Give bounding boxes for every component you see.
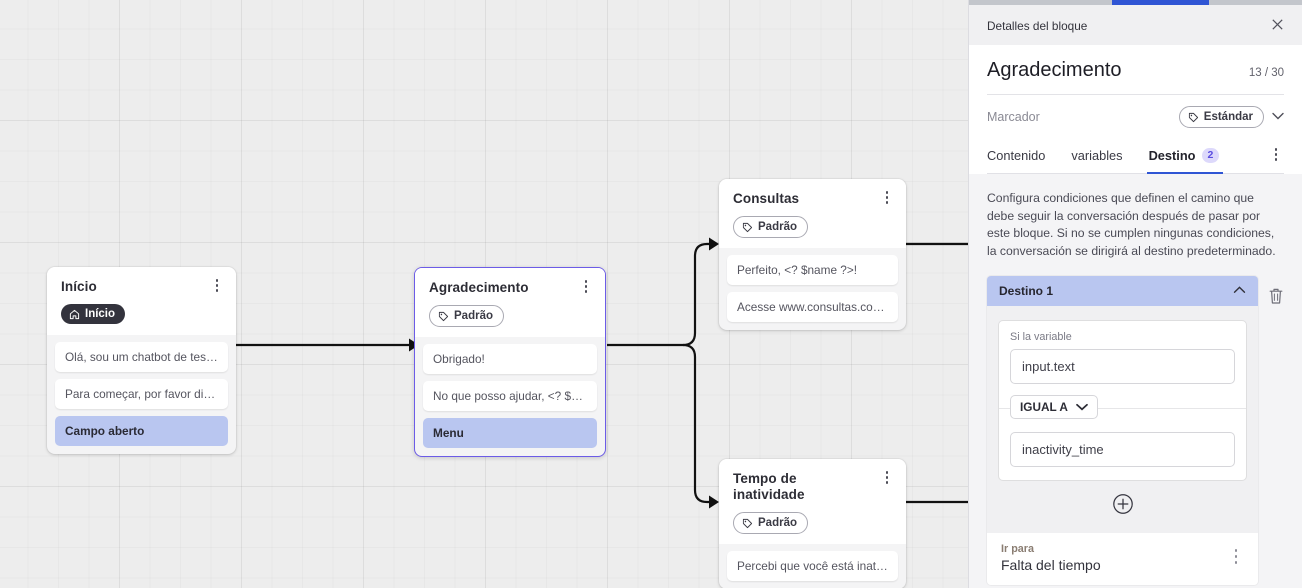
destination-card-header[interactable]: Destino 1 <box>987 276 1258 306</box>
compare-value-input[interactable]: inactivity_time <box>1010 432 1235 467</box>
goto-texts: Ir para Falta del tiempo <box>1001 543 1101 573</box>
trash-glyph <box>1269 288 1283 304</box>
node-message[interactable]: Perfeito, <? $name ?>! <box>727 255 898 285</box>
tab-contenido[interactable]: Contenido <box>987 139 1045 173</box>
panel-scrollbar-thumb[interactable] <box>1112 0 1209 5</box>
tab-destino[interactable]: Destino 2 <box>1146 139 1224 174</box>
node-badge[interactable]: Padrão <box>429 305 504 327</box>
home-icon <box>69 309 80 319</box>
panel-scrollbar-track[interactable] <box>969 0 1302 5</box>
operator-select[interactable]: IGUAL A <box>1010 395 1098 419</box>
flow-edges <box>236 237 968 509</box>
plus-circle-icon[interactable] <box>1112 493 1134 515</box>
marcador-badge[interactable]: Estándar <box>1178 106 1264 128</box>
tag-icon <box>742 518 753 528</box>
node-body: Obrigado! No que posso ajudar, <? $name … <box>415 344 605 456</box>
node-badge-label: Início <box>85 308 116 320</box>
node-message[interactable]: Percebi que você está inativo. C... <box>727 551 898 581</box>
node-header: Agradecimento Padrão <box>415 268 605 337</box>
node-title: Agradecimento <box>429 280 529 295</box>
panel-body: Agradecimento 13 / 30 Marcador Estándar <box>969 45 1302 174</box>
flow-node-inicio[interactable]: Início Início Olá, sou um chatbot de tes… <box>47 267 236 454</box>
flow-node-consultas[interactable]: Consultas Padrão Perfeito, <? $name ?>! … <box>719 179 906 330</box>
node-badge[interactable]: Padrão <box>733 512 808 534</box>
tab-label: Destino <box>1148 148 1196 163</box>
node-header: Tempo de inatividade Padrão <box>719 459 906 544</box>
node-badge-label: Padrão <box>758 517 797 529</box>
chevron-down-glyph <box>1272 112 1284 119</box>
flow-node-agradecimento[interactable]: Agradecimento Padrão Obrigado! No que po… <box>414 267 606 457</box>
node-menu-icon[interactable] <box>209 279 225 295</box>
node-message[interactable]: Para começar, por favor digite o ... <box>55 378 228 409</box>
marcador-row: Marcador Estándar <box>987 95 1284 139</box>
node-title: Tempo de inatividade <box>733 471 805 502</box>
variable-input[interactable]: input.text <box>1010 349 1235 384</box>
node-badge-label: Padrão <box>454 310 493 322</box>
tag-icon <box>438 311 449 321</box>
tag-icon <box>742 222 753 232</box>
node-body: Olá, sou um chatbot de teste! Para começ… <box>47 341 236 454</box>
chevron-up-glyph <box>1233 285 1246 293</box>
block-details-panel: Detalles del bloque Agradecimento 13 / 3… <box>968 0 1302 588</box>
node-body: Percebi que você está inativo. C... <box>719 551 906 588</box>
goto-label: Ir para <box>1001 543 1035 555</box>
tab-label: Contenido <box>987 148 1046 163</box>
flow-node-tempo-de-inatividade[interactable]: Tempo de inatividade Padrão Percebi que … <box>719 459 906 588</box>
flow-canvas[interactable]: Início Início Olá, sou um chatbot de tes… <box>0 0 968 588</box>
goto-row[interactable]: Ir para Falta del tiempo <box>987 533 1258 585</box>
chevron-down-icon[interactable] <box>1272 112 1284 123</box>
node-message[interactable]: Acesse www.consultas.com par... <box>727 292 898 322</box>
tab-variables[interactable]: variables <box>1071 139 1122 173</box>
more-vertical-icon[interactable] <box>1228 549 1244 568</box>
condition-label: Si la variable <box>1010 331 1072 343</box>
destination-1-wrap: Destino 1 Si la variable input.text <box>987 276 1284 585</box>
block-title-row: Agradecimento 13 / 30 <box>987 45 1284 95</box>
divider <box>999 408 1246 409</box>
destination-description: Configura condiciones que definen el cam… <box>987 191 1276 258</box>
node-badge-label: Padrão <box>758 221 797 233</box>
condition-box: Si la variable input.text IGUAL A in <box>998 320 1247 481</box>
node-badge[interactable]: Padrão <box>733 216 808 238</box>
goto-value: Falta del tiempo <box>1001 557 1101 573</box>
close-icon-glyph <box>1271 19 1283 30</box>
destination-title: Destino 1 <box>999 284 1054 298</box>
node-message[interactable]: Olá, sou um chatbot de teste! <box>55 341 228 372</box>
more-vertical-icon[interactable] <box>1268 148 1284 164</box>
marcador-value: Estándar <box>1203 111 1253 123</box>
node-title: Início <box>61 279 97 294</box>
node-header: Consultas Padrão <box>719 179 906 248</box>
node-message-highlight[interactable]: Campo aberto <box>55 415 228 446</box>
add-condition-row <box>987 481 1258 533</box>
chevron-up-icon[interactable] <box>1233 285 1246 297</box>
panel-tabs: Contenido variables Destino 2 <box>987 139 1284 174</box>
node-menu-icon[interactable] <box>879 191 895 207</box>
char-count: 13 / 30 <box>1248 67 1284 79</box>
panel-header: Detalles del bloque <box>969 5 1302 45</box>
tab-badge: 2 <box>1201 148 1220 163</box>
node-menu-icon[interactable] <box>578 280 594 296</box>
trash-icon[interactable] <box>1268 287 1284 310</box>
marcador-control[interactable]: Estándar <box>1178 106 1284 128</box>
tag-icon <box>1188 112 1198 122</box>
close-icon[interactable] <box>1268 17 1286 35</box>
destination-card: Destino 1 Si la variable input.text <box>987 276 1258 585</box>
chevron-down-icon <box>1076 403 1088 411</box>
page-title: Agradecimento <box>987 59 1122 81</box>
marcador-label: Marcador <box>987 110 1040 124</box>
node-message[interactable]: Obrigado! <box>423 344 597 374</box>
panel-header-title: Detalles del bloque <box>987 19 1088 33</box>
operator-label: IGUAL A <box>1020 400 1068 414</box>
node-message[interactable]: No que posso ajudar, <? $name ... <box>423 381 597 411</box>
node-body: Perfeito, <? $name ?>! Acesse www.consul… <box>719 255 906 330</box>
node-message-highlight[interactable]: Menu <box>423 418 597 448</box>
operator-row: IGUAL A <box>999 395 1246 421</box>
node-header: Início Início <box>47 267 236 335</box>
destination-section: Configura condiciones que definen el cam… <box>969 174 1302 588</box>
tab-label: variables <box>1071 148 1123 163</box>
node-title: Consultas <box>733 191 800 206</box>
node-menu-icon[interactable] <box>879 471 895 487</box>
node-badge[interactable]: Início <box>61 304 126 324</box>
